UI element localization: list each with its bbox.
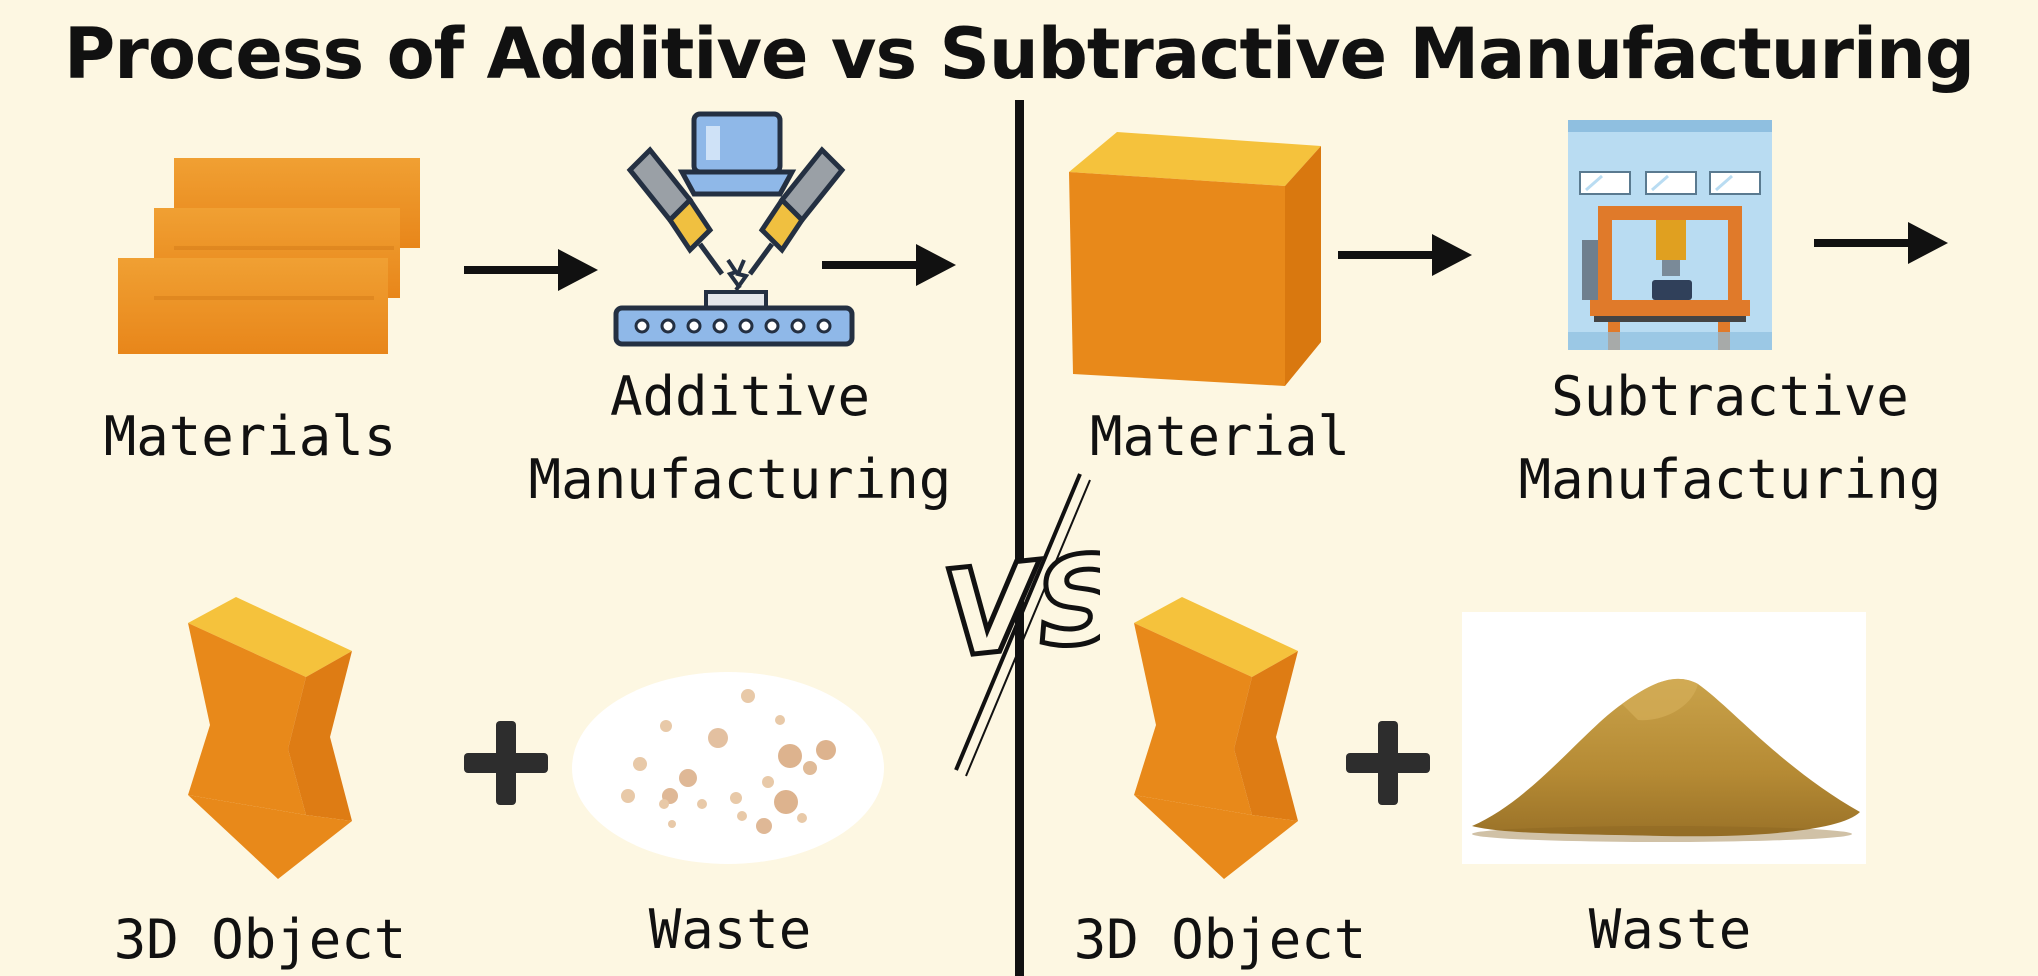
3d-object-icon: [188, 597, 352, 879]
material-cube-icon: [1069, 132, 1321, 386]
arrow-right-icon: [464, 249, 598, 291]
subtractive-waste-pile-icon: [1462, 612, 1866, 864]
plus-icon: [464, 721, 548, 805]
3d-object-icon: [1134, 597, 1298, 879]
subtractive-manufacturing-label-line2: Manufacturing: [1518, 448, 1942, 511]
materials-sheets-icon: [118, 158, 420, 354]
additive-printer-icon: [613, 111, 855, 347]
plus-icon: [1346, 721, 1430, 805]
material-label: Material: [1089, 405, 1351, 468]
vs-text: VS: [937, 529, 1100, 686]
arrow-right-icon: [1338, 234, 1472, 276]
arrow-right-icon: [822, 244, 956, 286]
additive-manufacturing-label-line2: Manufacturing: [528, 448, 952, 511]
subtractive-manufacturing-label-line1: Subtractive: [1551, 365, 1909, 428]
materials-label: Materials: [103, 405, 397, 468]
subtractive-cnc-machine-icon: [1568, 120, 1772, 350]
3d-object-label: 3D Object: [1073, 908, 1367, 971]
arrow-right-icon: [1814, 222, 1948, 264]
additive-manufacturing-label-line1: Additive: [609, 365, 871, 428]
subtractive-waste-label: Waste: [1588, 898, 1752, 961]
vs-emblem: VS: [935, 473, 1100, 777]
3d-object-label: 3D Object: [113, 908, 407, 971]
page-title: Process of Additive vs Subtractive Manuf…: [64, 13, 1975, 95]
additive-waste-icon: [572, 672, 884, 864]
center-divider: [1015, 100, 1024, 976]
additive-waste-label: Waste: [648, 898, 812, 961]
